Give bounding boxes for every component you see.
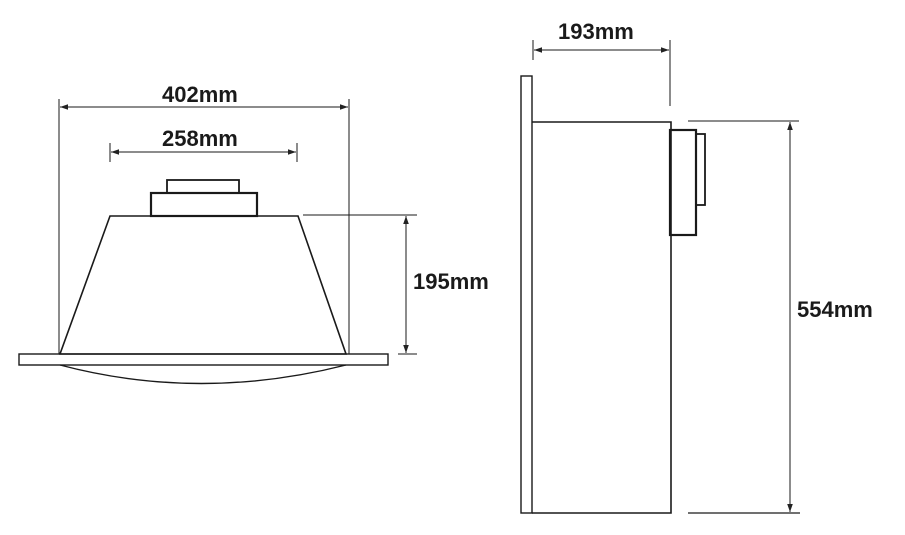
front-connector-upper: [166, 179, 240, 194]
side-connector-outer: [668, 128, 698, 237]
label-depth: 193mm: [558, 19, 634, 44]
label-overall-width: 402mm: [162, 82, 238, 107]
front-connector-lower: [149, 191, 259, 218]
label-front-height: 195mm: [413, 269, 489, 294]
front-flange-plate: [18, 353, 389, 366]
front-grille-curve: [59, 364, 347, 385]
front-view: [18, 99, 417, 385]
front-body-outline: [58, 215, 348, 355]
side-front-plate: [520, 75, 533, 514]
side-view: [520, 40, 800, 514]
label-side-height: 554mm: [797, 297, 873, 322]
label-top-width: 258mm: [162, 126, 238, 151]
side-body-outline: [532, 121, 672, 514]
side-connector-inner: [695, 133, 706, 206]
